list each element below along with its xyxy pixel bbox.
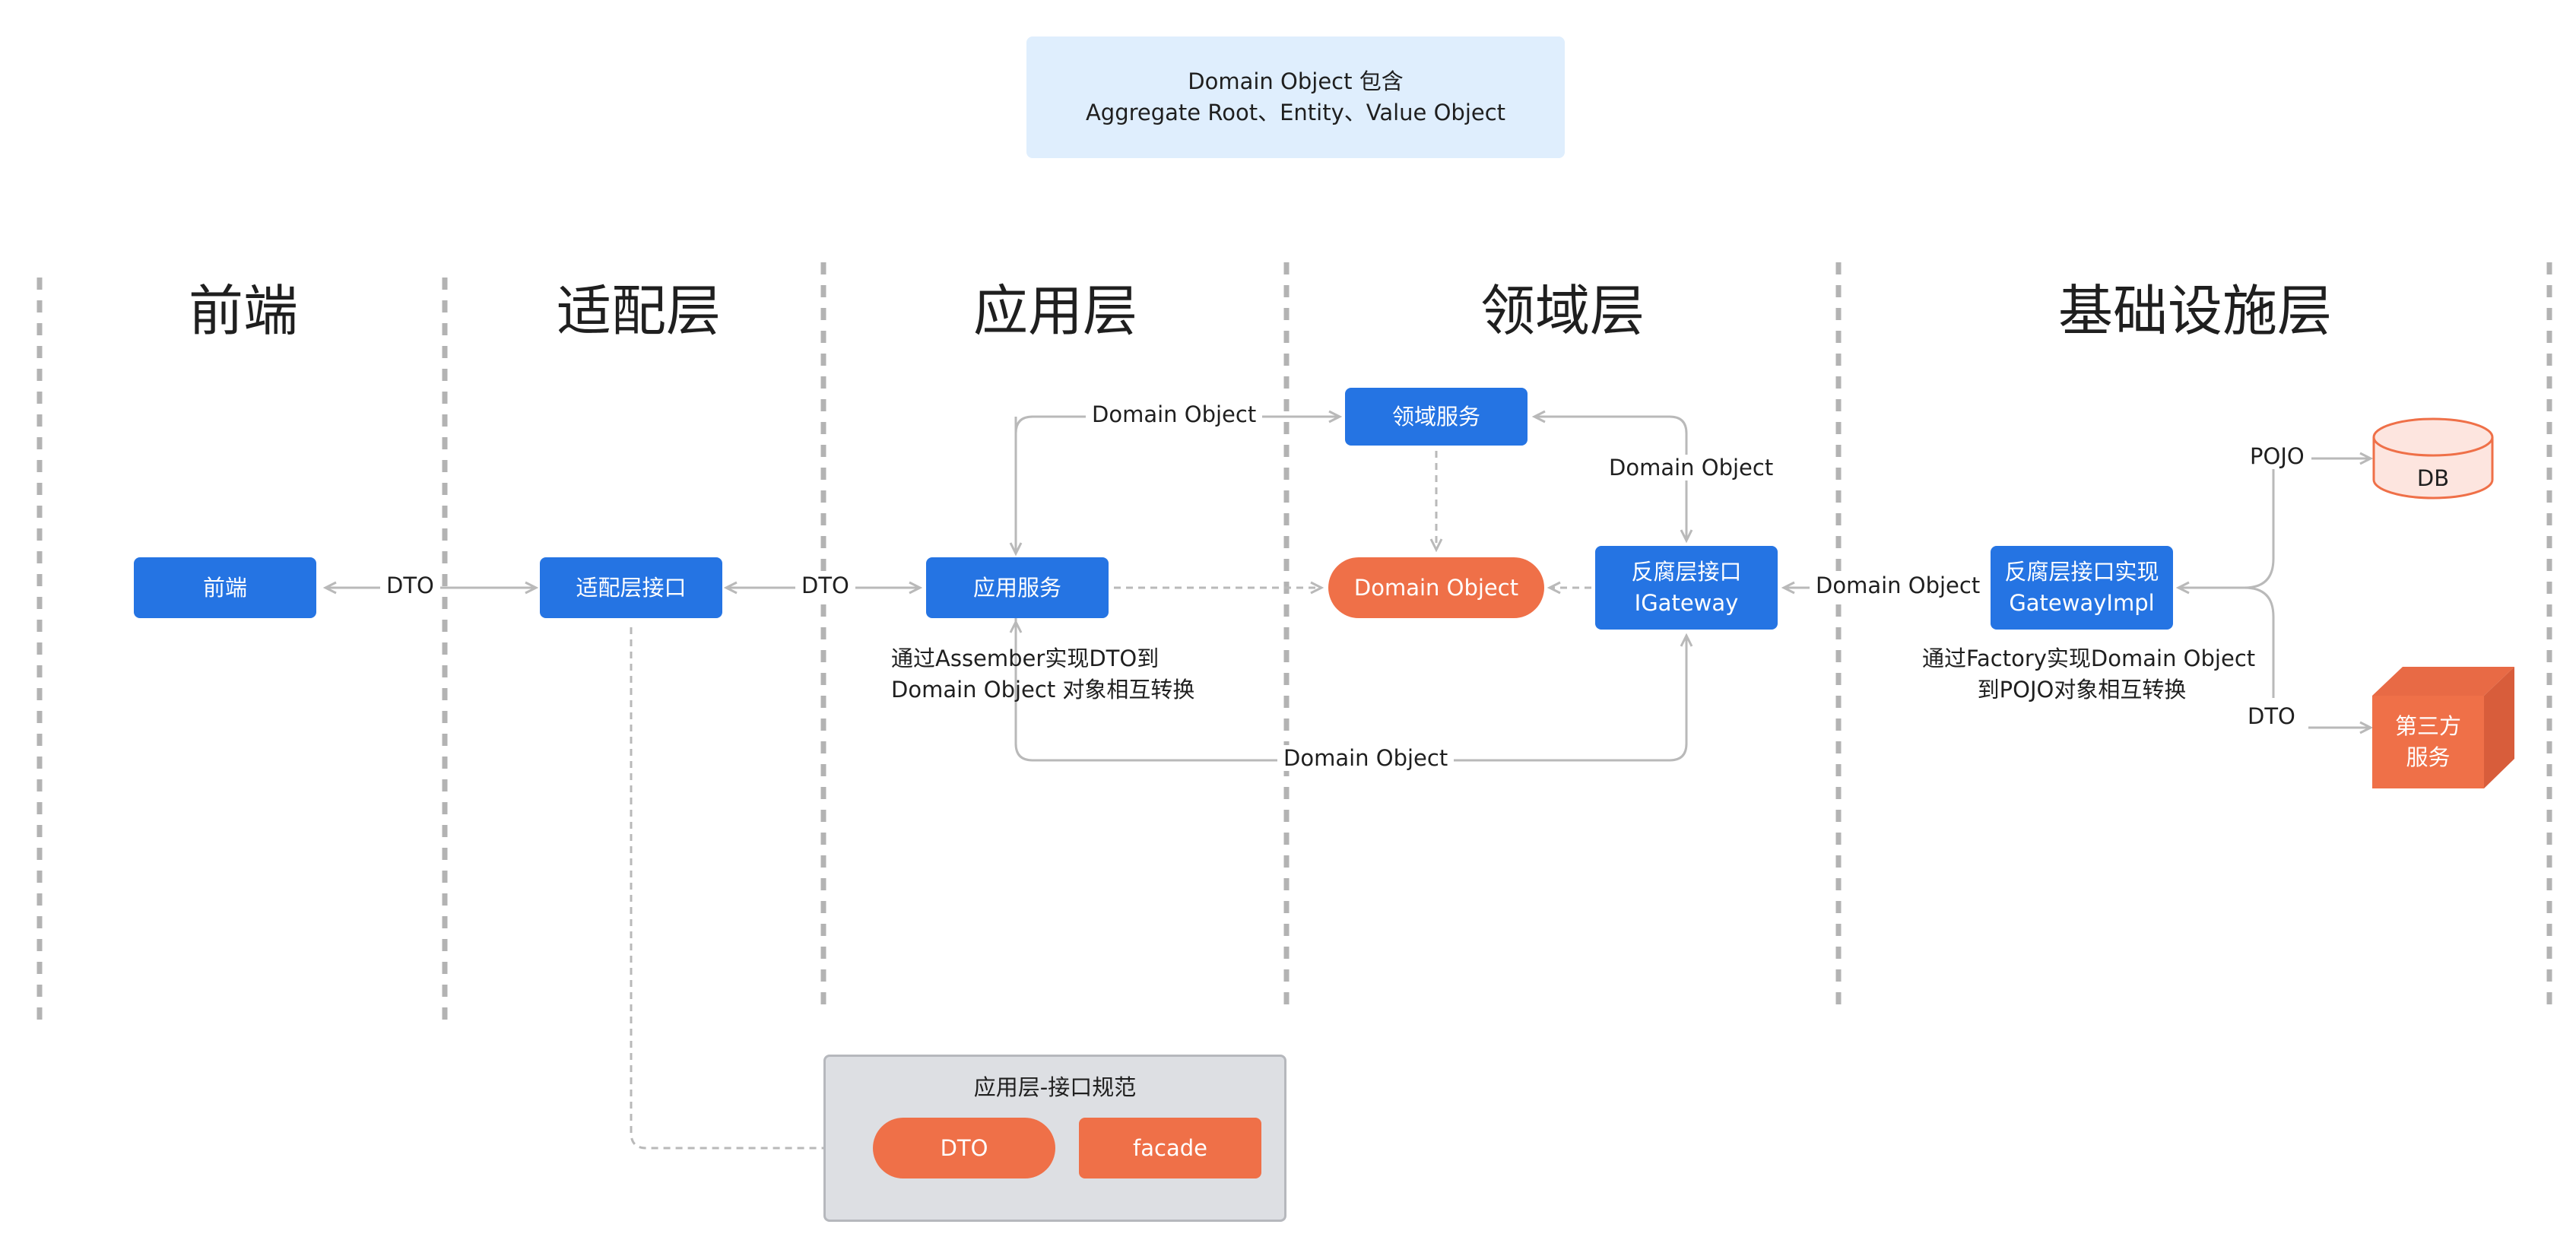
assembler-note: 通过Assember实现DTO到 Domain Object 对象相互转换 xyxy=(891,643,1194,706)
info-line-1: Domain Object 包含 xyxy=(1188,68,1404,94)
gateway-interface-node[interactable]: 反腐层接口 IGateway xyxy=(1595,546,1778,630)
edge-label-pojo: POJO xyxy=(2244,443,2311,469)
arrow-app-to-domain-service xyxy=(1014,417,1340,554)
layer-heading-frontend: 前端 xyxy=(188,279,299,343)
gateway-impl-line1: 反腐层接口实现 xyxy=(2004,559,2159,585)
arrow-gateway-to-domain-service xyxy=(1534,417,1688,449)
gateway-interface-line1: 反腐层接口 xyxy=(1631,559,1742,585)
edge-label-domain-object-top-left: Domain Object xyxy=(1086,401,1263,427)
domain-object-node[interactable]: Domain Object xyxy=(1328,557,1544,618)
gateway-impl-line2: GatewayImpl xyxy=(2009,590,2155,616)
assembler-note-line2: Domain Object 对象相互转换 xyxy=(891,677,1195,703)
info-line-2: Aggregate Root、Entity、Value Object xyxy=(1085,100,1506,125)
domain-object-info-box: Domain Object 包含 Aggregate Root、Entity、V… xyxy=(1026,36,1565,158)
frontend-node[interactable]: 前端 xyxy=(134,557,316,618)
spec-dto-node[interactable]: DTO xyxy=(873,1118,1055,1178)
assembler-note-line1: 通过Assember实现DTO到 xyxy=(891,646,1160,671)
layer-heading-application: 应用层 xyxy=(972,279,1138,343)
factory-note: 通过Factory实现Domain Object 到POJO对象相互转换 xyxy=(1922,643,2256,706)
app-interface-spec-box: 应用层-接口规范 DTO facade xyxy=(823,1055,1286,1222)
bracket-lower xyxy=(2244,586,2275,698)
spec-facade-node[interactable]: facade xyxy=(1079,1118,1261,1178)
layer-separators xyxy=(36,262,2552,1023)
adapter-api-node[interactable]: 适配层接口 xyxy=(540,557,722,618)
bracket-upper xyxy=(2182,458,2275,589)
edge-label-dto-adapter: DTO xyxy=(795,573,855,598)
third-party-line1: 第三方 xyxy=(2394,713,2461,740)
edge-label-dto-frontend: DTO xyxy=(380,573,440,598)
edge-label-dto-third: DTO xyxy=(2241,703,2302,729)
edge-label-domain-object-top-right: Domain Object xyxy=(1603,455,1780,481)
db-cylinder-shape xyxy=(2372,417,2494,500)
layer-heading-adapter: 适配层 xyxy=(556,279,722,343)
third-party-cube-shape xyxy=(2372,667,2514,788)
spec-box-title: 应用层-接口规范 xyxy=(973,1074,1137,1100)
edge-label-domain-object-impl: Domain Object xyxy=(1810,573,1987,598)
layer-heading-infrastructure: 基础设施层 xyxy=(2057,279,2333,343)
edge-label-domain-object-bottom: Domain Object xyxy=(1277,745,1455,771)
gateway-interface-line2: IGateway xyxy=(1634,590,1739,616)
layer-heading-domain: 领域层 xyxy=(1480,279,1645,343)
domain-service-node[interactable]: 领域服务 xyxy=(1345,388,1528,446)
factory-note-line2: 到POJO对象相互转换 xyxy=(1977,677,2187,703)
db-node[interactable]: DB xyxy=(2416,465,2450,491)
third-party-node[interactable]: 第三方 服务 xyxy=(2372,696,2484,788)
third-party-line2: 服务 xyxy=(2406,744,2451,770)
factory-note-line1: 通过Factory实现Domain Object xyxy=(1922,646,2256,671)
gateway-impl-node[interactable]: 反腐层接口实现 GatewayImpl xyxy=(1991,546,2173,630)
app-service-node[interactable]: 应用服务 xyxy=(926,557,1109,618)
